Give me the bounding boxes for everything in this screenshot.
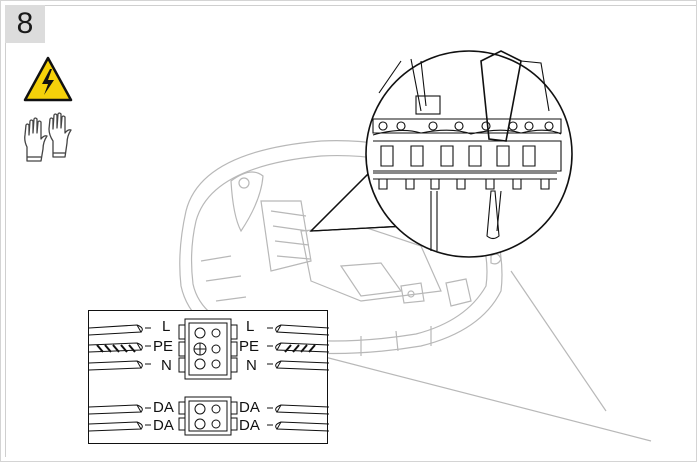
left-label-n: N [161,357,172,374]
step-number-badge: 8 [5,5,45,43]
right-wires [267,324,329,432]
right-label-pe: PE [239,338,260,355]
terminal-magnifier [365,50,573,258]
left-label-da-1: DA [153,399,174,416]
frame-left-rule [5,43,6,457]
left-wires [89,324,151,432]
left-label-da-2: DA [153,417,174,434]
protective-gloves-icon [24,112,72,162]
left-label-pe: PE [153,338,174,355]
right-label-n: N [246,357,257,374]
left-label-l: L [162,318,171,335]
right-label-da-1: DA [239,399,260,416]
right-label-l: L [246,318,255,335]
main-terminal-block [178,318,238,380]
frame-top-rule [45,5,696,6]
data-terminal-block [178,396,238,436]
wiring-diagram-panel: L PE N DA DA L PE N DA DA [88,310,329,444]
electric-hazard-warning-icon [23,56,73,102]
right-label-da-2: DA [239,417,260,434]
